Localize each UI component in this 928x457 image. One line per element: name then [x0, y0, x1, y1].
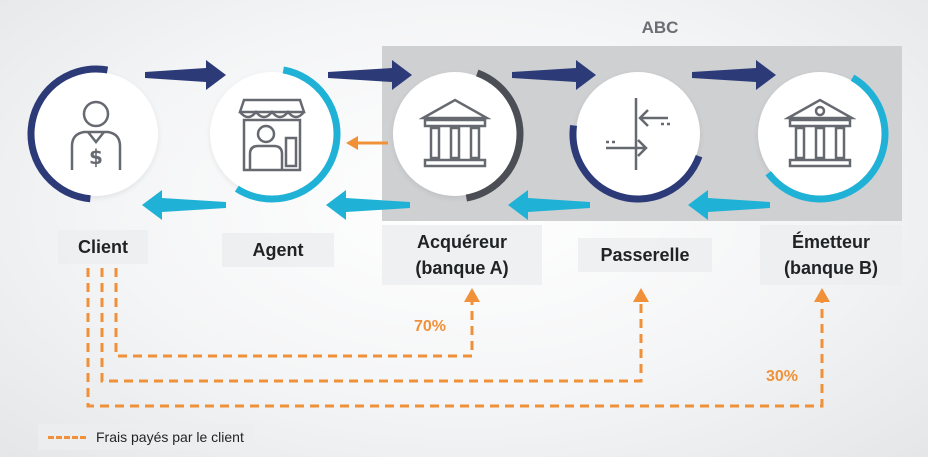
orange-arrow-acquereur-agent — [346, 136, 388, 150]
legend-dashed-line — [48, 435, 86, 439]
acquirer-fee-share: 70% — [414, 318, 447, 335]
emetteur-node — [751, 65, 889, 203]
arrow-acquereur-passerelle — [512, 60, 596, 90]
arrow-acquereur-agent — [326, 190, 410, 220]
emetteur-label-line2: (banque B) — [784, 258, 878, 278]
acquereur-label-line1: Acquéreur — [416, 232, 508, 252]
arrow-agent-acquereur — [328, 60, 412, 90]
client-ring — [27, 65, 165, 203]
acquereur-label: Acquéreur (banque A) — [382, 225, 542, 285]
legend: Frais payés par le client — [38, 424, 254, 450]
emetteur-ring — [751, 65, 889, 203]
fee-line-emetteur — [86, 268, 824, 408]
client-node: $ — [27, 65, 165, 203]
legend-label: Frais payés par le client — [96, 429, 244, 445]
passerelle-label-text: Passerelle — [600, 245, 690, 265]
arrow-agent-client — [142, 190, 226, 220]
return-arrows — [142, 190, 770, 220]
client-label-text: Client — [77, 237, 128, 257]
fee-line-passerelle — [100, 268, 643, 383]
agent-label-text: Agent — [252, 240, 304, 260]
passerelle-label: Passerelle — [578, 238, 712, 272]
fee-lines — [86, 268, 824, 408]
svg-text:$: $ — [89, 145, 103, 169]
emetteur-label-line1: Émetteur — [791, 232, 871, 252]
arrow-passerelle-emetteur — [692, 60, 776, 90]
passerelle-ring — [569, 65, 707, 203]
forward-arrows — [145, 60, 776, 90]
bank-icon — [784, 98, 856, 168]
issuer-fee-share: 30% — [766, 368, 799, 385]
acquereur-ring — [386, 65, 524, 203]
client-label: Client — [58, 230, 148, 264]
person-dollar-icon: $ — [70, 100, 122, 170]
abc-group-label: ABC — [641, 18, 679, 37]
acquereur-node — [386, 65, 524, 203]
acquereur-label-line2: (banque A) — [415, 258, 509, 278]
gateway-arrows-icon — [606, 98, 670, 170]
arrow-passerelle-acquereur — [508, 190, 590, 220]
agent-ring — [203, 65, 341, 203]
emetteur-label: Émetteur (banque B) — [760, 225, 902, 285]
shopkeeper-icon — [238, 98, 306, 172]
arrow-client-agent — [145, 60, 226, 90]
agent-node — [203, 65, 341, 203]
fee-line-acquereur — [114, 268, 474, 358]
fee-arrowheads — [464, 288, 830, 302]
bank-icon — [419, 98, 491, 168]
passerelle-node — [569, 65, 707, 203]
arrow-emetteur-passerelle — [688, 190, 770, 220]
agent-label: Agent — [222, 233, 334, 267]
